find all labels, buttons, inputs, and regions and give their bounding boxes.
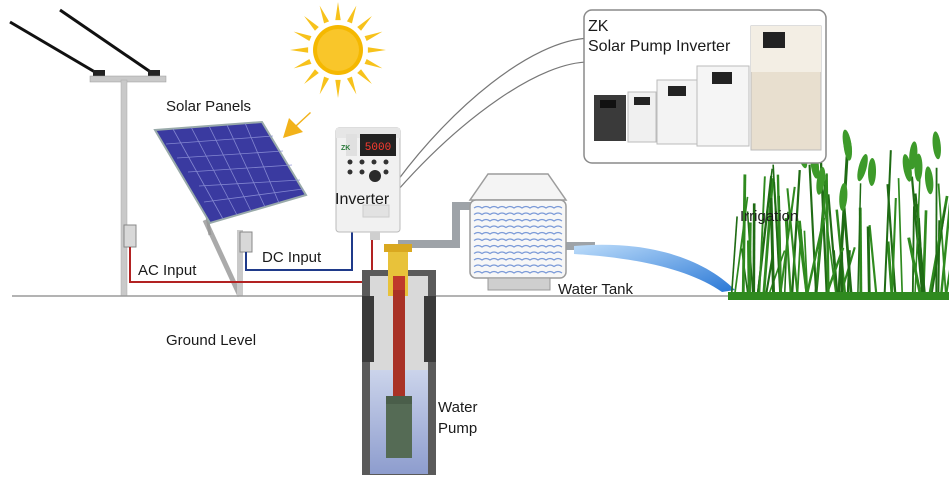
grass-blade bbox=[758, 176, 766, 297]
sun-ray bbox=[293, 31, 312, 42]
reed-plume bbox=[843, 132, 853, 161]
tank-water-wave bbox=[473, 225, 563, 229]
grass-blade bbox=[786, 188, 799, 297]
sunlight-arrow-icon bbox=[283, 112, 311, 138]
callout-brand: ZK bbox=[588, 18, 609, 35]
label-ac-input: AC Input bbox=[138, 262, 197, 279]
ac-input-wire bbox=[129, 232, 373, 283]
water-well bbox=[362, 244, 436, 475]
grass-blade bbox=[918, 218, 925, 297]
label-solar-panels: Solar Panels bbox=[166, 98, 252, 115]
dc-input-wire bbox=[245, 232, 353, 271]
label-ground-level: Ground Level bbox=[166, 332, 257, 349]
inverter-display: 5000 bbox=[365, 142, 391, 154]
reed-plume bbox=[909, 141, 918, 170]
sun-icon bbox=[290, 2, 386, 98]
sun-ray bbox=[346, 5, 357, 24]
sun-ray bbox=[319, 76, 330, 95]
power-line bbox=[9, 8, 167, 297]
tank-water-wave bbox=[473, 257, 563, 261]
sun-ray bbox=[290, 47, 309, 53]
reed-plume bbox=[924, 166, 934, 195]
grass-blade bbox=[741, 174, 747, 297]
inverter-device: 5000 ZK bbox=[335, 127, 401, 240]
sun-ray bbox=[304, 69, 319, 84]
grass-blade bbox=[733, 196, 749, 297]
tank-water-wave bbox=[473, 270, 563, 274]
grass-blade bbox=[944, 269, 949, 297]
tank-water-wave bbox=[473, 264, 563, 268]
grass-blade bbox=[939, 202, 949, 297]
grass-blade bbox=[790, 169, 801, 297]
tank-water-wave bbox=[473, 231, 563, 235]
grass-blade bbox=[868, 225, 878, 297]
water-jet bbox=[574, 244, 735, 292]
label-water-pump-line1: Water bbox=[438, 399, 478, 416]
tank-water-wave bbox=[473, 251, 563, 255]
grass-blade bbox=[937, 183, 947, 297]
label-dc-input: DC Input bbox=[262, 249, 322, 266]
tank-water-wave bbox=[473, 212, 563, 216]
label-water-pump-line2: Pump bbox=[438, 420, 478, 437]
grass-blade bbox=[890, 197, 897, 297]
grass-blade bbox=[805, 217, 826, 297]
grass-blade bbox=[907, 237, 923, 297]
grass-blade bbox=[857, 183, 862, 297]
grass-blade bbox=[779, 186, 796, 297]
grass-blade bbox=[798, 220, 809, 297]
grass-blade bbox=[747, 222, 752, 297]
grass-blade bbox=[824, 247, 845, 297]
reed-plume bbox=[857, 154, 868, 182]
grass-blade bbox=[827, 194, 838, 297]
sun-ray bbox=[319, 5, 330, 24]
sun-ray bbox=[293, 58, 312, 69]
grass-blade bbox=[937, 220, 941, 297]
label-inverter: Inverter bbox=[335, 191, 390, 208]
grass-blade bbox=[769, 197, 776, 297]
grass-blade bbox=[911, 206, 915, 297]
inverter-lineup bbox=[583, 9, 827, 164]
reed-plume bbox=[932, 131, 941, 160]
grass-blade bbox=[866, 226, 871, 297]
grass-blade bbox=[837, 156, 849, 297]
grass-blade bbox=[808, 164, 818, 297]
sun-ray bbox=[335, 79, 341, 98]
grass-blade bbox=[762, 178, 774, 297]
svg-text:ZK: ZK bbox=[341, 145, 350, 152]
grass-blade bbox=[914, 173, 921, 297]
reed-plume bbox=[868, 157, 877, 186]
grass-blade bbox=[823, 205, 838, 297]
water-tank bbox=[468, 173, 568, 291]
tank-water-wave bbox=[473, 218, 563, 222]
callout-product: Solar Pump Inverter bbox=[588, 38, 731, 55]
tank-water-wave bbox=[473, 238, 563, 242]
reed-plume bbox=[839, 182, 848, 211]
label-water-tank: Water Tank bbox=[558, 281, 634, 298]
sun-ray bbox=[357, 69, 372, 84]
sun-ray bbox=[364, 58, 383, 69]
sun-ray bbox=[335, 2, 341, 21]
grass-blade bbox=[776, 174, 782, 297]
label-irrigation: Irrigation bbox=[740, 208, 799, 225]
sun-ray bbox=[364, 31, 383, 42]
sun-ray bbox=[367, 47, 386, 53]
grass-blade bbox=[930, 206, 947, 297]
grass-blade bbox=[730, 216, 738, 297]
grass-blade bbox=[883, 150, 892, 297]
tank-water-wave bbox=[473, 244, 563, 248]
solar-panel bbox=[153, 120, 308, 298]
grass-blade bbox=[784, 217, 792, 297]
grass-blade bbox=[897, 178, 904, 297]
sun-ray bbox=[304, 16, 319, 31]
tank-water-wave bbox=[473, 205, 563, 209]
sun-ray bbox=[357, 16, 372, 31]
sun-ray bbox=[346, 76, 357, 95]
